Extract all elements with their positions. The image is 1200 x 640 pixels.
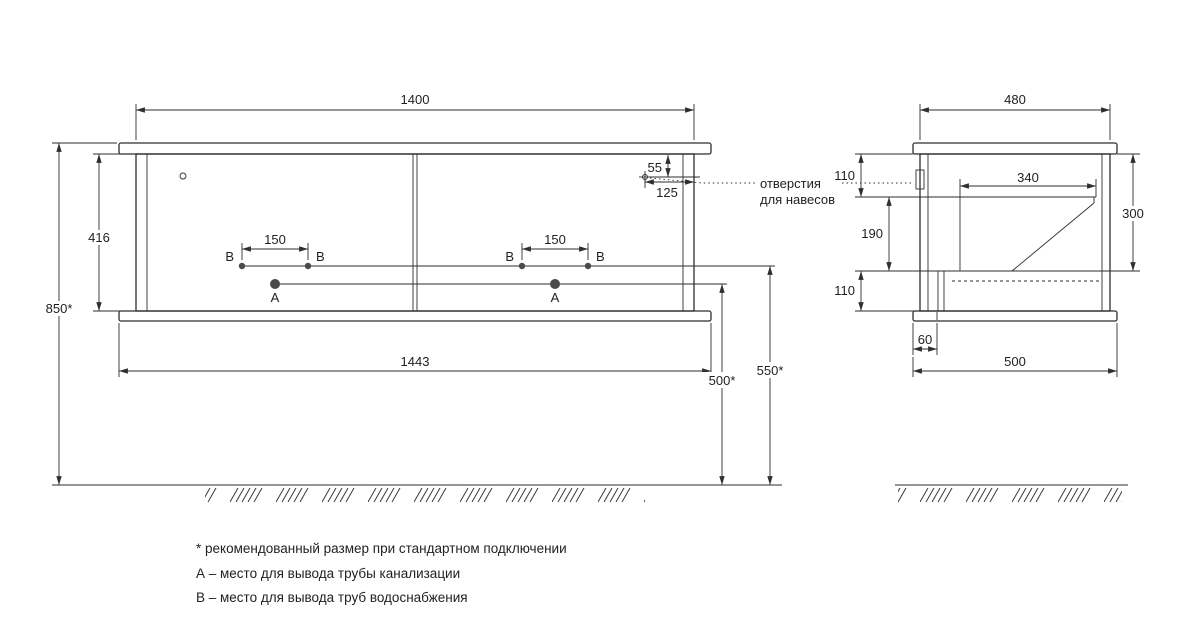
front-view: 1400 416 850* 55 xyxy=(40,92,911,503)
legend-note-a: А – место для вывода трубы канализации xyxy=(196,566,460,581)
dim-basin-width-value: 340 xyxy=(1017,170,1039,185)
dim-total-height: 850* xyxy=(40,142,117,486)
label-b: В xyxy=(596,249,605,264)
dim-b-spacing-right: 150 xyxy=(521,232,589,260)
label-a: А xyxy=(271,290,280,305)
legend-note-star: * рекомендованный размер при стандартном… xyxy=(196,541,567,556)
side-floor xyxy=(895,484,1128,503)
dim-300-value: 300 xyxy=(1122,206,1144,221)
dim-body-height-value: 416 xyxy=(88,230,110,245)
dim-60-value: 60 xyxy=(918,332,932,347)
hanger-annotation: отверстия для навесов xyxy=(649,176,911,207)
service-holes: В В В В А А xyxy=(225,249,775,305)
dim-body-height: 416 xyxy=(82,153,133,312)
floor-hatching-front xyxy=(205,486,645,503)
dim-110-upper: 110 xyxy=(834,153,864,198)
legend: * рекомендованный размер при стандартном… xyxy=(196,541,567,605)
dim-depth-top: 480 xyxy=(919,92,1111,140)
dim-hanger-vertical: 55 xyxy=(648,154,700,178)
dim-depth-bottom-value: 500 xyxy=(1004,354,1026,369)
dim-basin-width: 340 xyxy=(959,170,1097,197)
dim-hanger-horizontal-value: 125 xyxy=(656,185,678,200)
dim-supply-height: 550* xyxy=(750,265,790,486)
side-plinth xyxy=(912,310,1118,322)
label-b: В xyxy=(316,249,325,264)
dim-width-top: 1400 xyxy=(135,92,695,140)
dim-width-top-value: 1400 xyxy=(401,92,430,107)
side-countertop xyxy=(912,142,1118,155)
front-plinth xyxy=(118,310,712,322)
dim-110-lower: 110 xyxy=(834,270,864,312)
dim-depth-bottom: 500 xyxy=(912,323,1118,377)
dim-supply-height-value: 550* xyxy=(757,363,784,378)
hanger-annotation-line2: для навесов xyxy=(760,192,835,207)
supply-hole xyxy=(584,262,592,270)
dim-hanger-vertical-value: 55 xyxy=(648,160,662,175)
drain-hole xyxy=(270,279,280,289)
dim-190-value: 190 xyxy=(861,226,883,241)
dim-width-bottom-value: 1443 xyxy=(401,354,430,369)
label-b: В xyxy=(225,249,234,264)
dim-300: 300 xyxy=(1118,153,1148,272)
basin-sloped-wall xyxy=(1011,202,1095,272)
front-floor xyxy=(52,484,782,503)
hanger-annotation-line1: отверстия xyxy=(760,176,821,191)
label-a: А xyxy=(551,290,560,305)
dim-depth-top-value: 480 xyxy=(1004,92,1026,107)
front-detail-hole xyxy=(179,172,187,180)
dim-110-upper-value: 110 xyxy=(834,168,855,183)
legend-note-b: В – место для вывода труб водоснабжения xyxy=(196,590,468,605)
side-view: 480 110 190 110 340 300 xyxy=(834,92,1148,503)
dim-hanger-horizontal: 125 xyxy=(644,177,695,200)
side-cabinet-outline xyxy=(855,142,1140,322)
supply-hole xyxy=(238,262,246,270)
dim-drain-height: 500* xyxy=(702,283,742,486)
supply-hole xyxy=(518,262,526,270)
dim-width-bottom: 1443 xyxy=(118,323,712,377)
supply-hole xyxy=(304,262,312,270)
dim-110-lower-value: 110 xyxy=(834,283,855,298)
dim-b-spacing-right-value: 150 xyxy=(544,232,566,247)
dim-60: 60 xyxy=(912,323,938,355)
front-body xyxy=(135,153,695,312)
dim-total-height-value: 850* xyxy=(46,301,73,316)
front-countertop xyxy=(118,142,712,155)
dim-b-spacing-left: 150 xyxy=(241,232,309,260)
wall-hanger-bracket xyxy=(915,169,925,190)
dim-drain-height-value: 500* xyxy=(709,373,736,388)
dim-190: 190 xyxy=(861,196,892,272)
dim-b-spacing-left-value: 150 xyxy=(264,232,286,247)
front-cabinet-outline xyxy=(118,142,712,322)
drain-hole xyxy=(550,279,560,289)
floor-hatching-side xyxy=(898,486,1122,503)
label-b: В xyxy=(505,249,514,264)
